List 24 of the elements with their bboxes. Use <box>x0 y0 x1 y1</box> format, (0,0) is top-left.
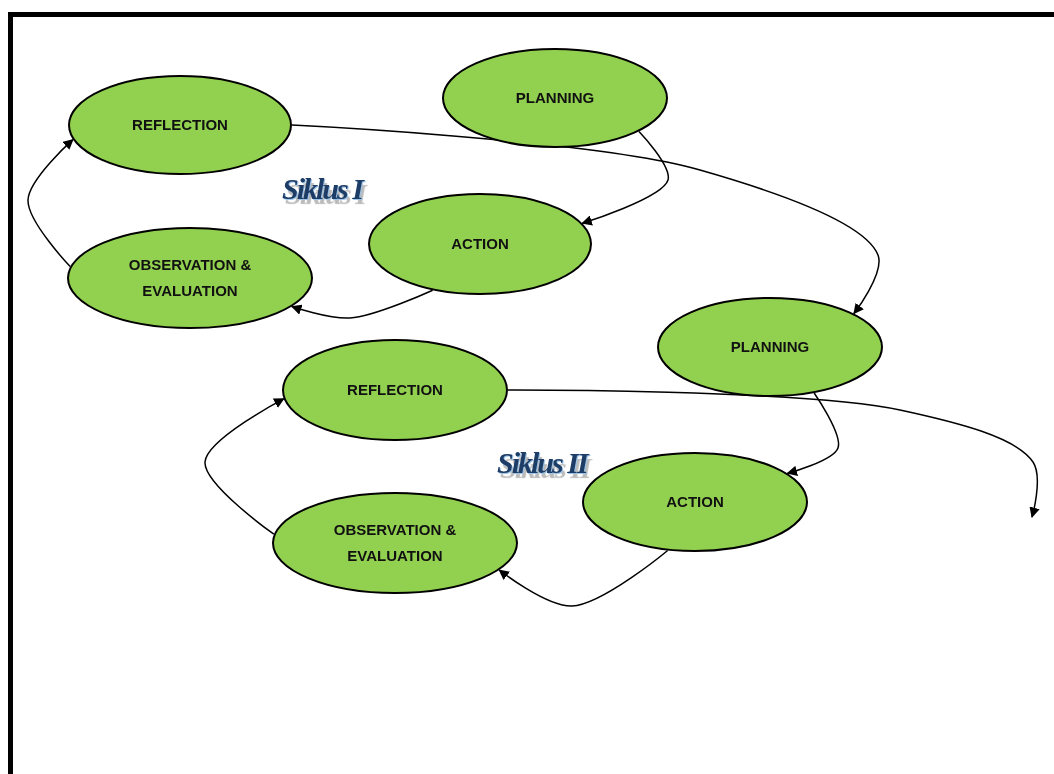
process-ellipse <box>68 75 292 175</box>
arrow <box>27 138 74 268</box>
process-ellipse <box>272 492 518 594</box>
cycle-title: Siklus I <box>282 172 362 206</box>
node-label: ACTION <box>450 234 510 254</box>
node-label: PLANNING <box>729 337 811 357</box>
node-label: REFLECTION <box>131 115 229 135</box>
node-label: OBSERVATION & EVALUATION <box>332 520 458 566</box>
node-label: REFLECTION <box>346 380 444 400</box>
arrow <box>786 392 840 476</box>
cycle-title: Siklus II <box>497 446 587 480</box>
process-ellipse <box>442 48 668 148</box>
node-label: OBSERVATION & EVALUATION <box>127 255 253 301</box>
arrow <box>498 549 669 607</box>
node-label: PLANNING <box>514 88 596 108</box>
arrow <box>581 130 670 226</box>
node-label: ACTION <box>665 492 725 512</box>
arrow <box>507 389 1040 518</box>
arrow <box>204 398 285 535</box>
arrow <box>291 289 434 319</box>
process-ellipse <box>368 193 592 295</box>
process-ellipse <box>67 227 313 329</box>
process-ellipse <box>657 297 883 397</box>
process-ellipse <box>282 339 508 441</box>
